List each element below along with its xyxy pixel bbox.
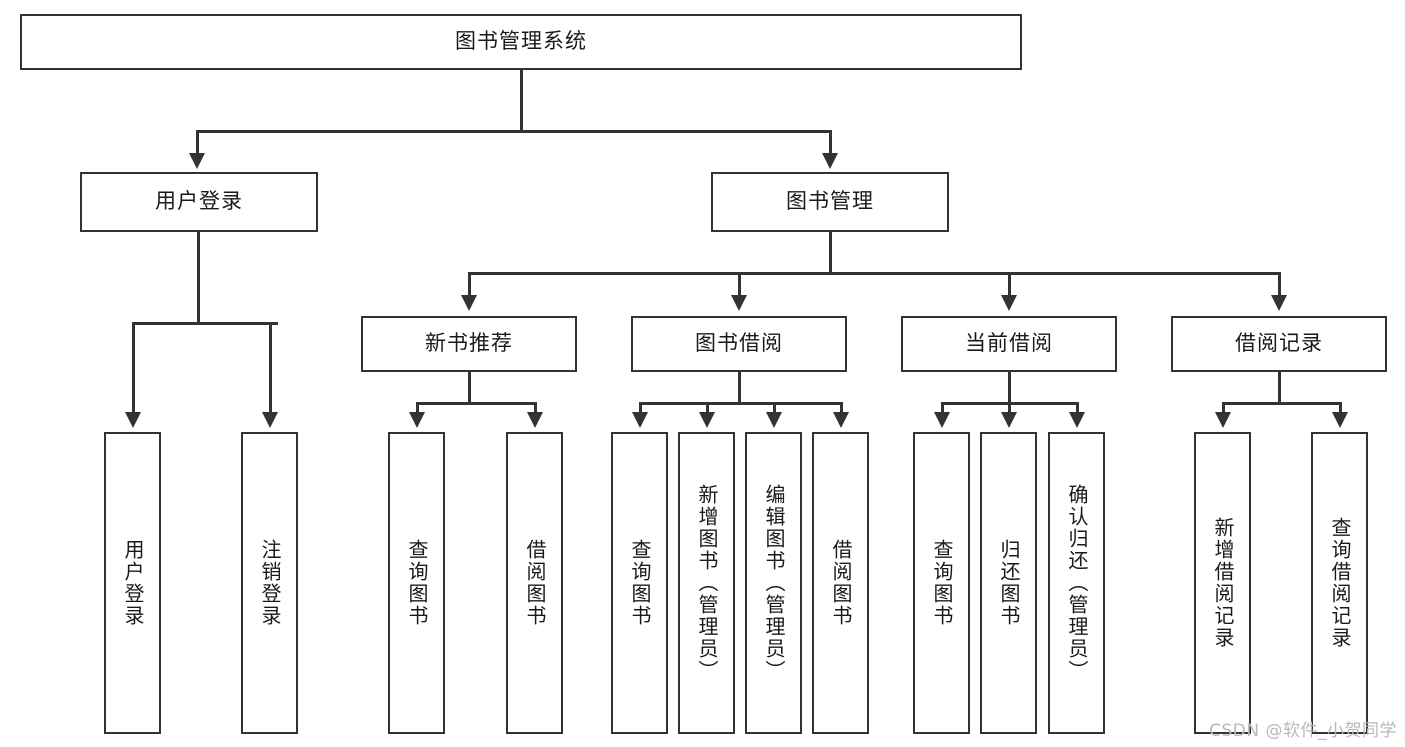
connector-current-borrow-drop-3 [1076,402,1079,414]
connector-borrow-record-drop-1 [1222,402,1225,414]
arrow-down-icon [461,295,477,311]
node-label: 确认归还（管理员） [1065,484,1089,682]
node-label: 编辑图书（管理员） [762,484,786,682]
arrow-down-icon [1271,295,1287,311]
connector-to-new-book-recommend [468,272,471,297]
connector-root-bus [196,130,832,133]
arrow-down-icon [1001,412,1017,428]
arrow-down-icon [822,153,838,169]
node-label: 当前借阅 [965,331,1053,356]
arrow-down-icon [262,412,278,428]
node-leaf-logout-login[interactable]: 注销登录 [241,432,298,734]
connector-book-borrow-drop-2 [706,402,709,414]
node-leaf-return-book[interactable]: 归还图书 [980,432,1037,734]
connector-root-to-book-manage [829,130,832,155]
arrow-down-icon [189,153,205,169]
node-leaf-borrow-book-borrow[interactable]: 借阅图书 [812,432,869,734]
arrow-down-icon [1069,412,1085,428]
node-leaf-add-borrow-record[interactable]: 新增借阅记录 [1194,432,1251,734]
node-label: 新增图书（管理员） [695,484,719,682]
node-leaf-query-book-new[interactable]: 查询图书 [388,432,445,734]
node-current-borrow[interactable]: 当前借阅 [901,316,1117,372]
watermark-text: CSDN @软件_小贺同学 [1209,721,1397,741]
arrow-down-icon [731,295,747,311]
node-label: 借阅图书 [829,539,853,627]
connector-current-borrow-drop-2 [1008,402,1011,414]
connector-borrow-record-bus [1222,402,1342,405]
connector-book-borrow-drop-4 [840,402,843,414]
connector-to-current-borrow [1008,272,1011,297]
connector-user-login-stem [197,232,200,324]
node-label: 新增借阅记录 [1211,517,1235,649]
node-book-borrow[interactable]: 图书借阅 [631,316,847,372]
connector-current-borrow-drop-1 [941,402,944,414]
connector-borrow-record-drop-2 [1339,402,1342,414]
arrow-down-icon [125,412,141,428]
connector-book-manage-stem [829,232,832,274]
arrow-down-icon [1215,412,1231,428]
node-leaf-query-borrow-record[interactable]: 查询借阅记录 [1311,432,1368,734]
node-label: 查询图书 [930,539,954,627]
connector-book-borrow-drop-3 [773,402,776,414]
node-borrow-record[interactable]: 借阅记录 [1171,316,1387,372]
connector-user-login-drop-2 [269,322,272,414]
node-leaf-query-book-current[interactable]: 查询图书 [913,432,970,734]
node-label: 图书管理系统 [455,29,587,54]
connector-new-book-drop-2 [534,402,537,414]
node-label: 新书推荐 [425,331,513,356]
arrow-down-icon [699,412,715,428]
connector-new-book-bus [416,402,537,405]
node-label: 用户登录 [121,539,145,627]
connector-root-stem [520,70,523,132]
connector-to-borrow-record [1278,272,1281,297]
arrow-down-icon [1001,295,1017,311]
connector-borrow-record-stem [1278,372,1281,404]
node-leaf-query-book-borrow[interactable]: 查询图书 [611,432,668,734]
arrow-down-icon [409,412,425,428]
node-new-book-recommend[interactable]: 新书推荐 [361,316,577,372]
node-label: 注销登录 [258,539,282,627]
connector-to-book-borrow [738,272,741,297]
node-label: 图书管理 [786,189,874,214]
arrow-down-icon [527,412,543,428]
connector-user-login-drop-1 [132,322,135,414]
arrow-down-icon [766,412,782,428]
arrow-down-icon [833,412,849,428]
connector-book-borrow-stem [738,372,741,404]
node-label: 归还图书 [997,539,1021,627]
node-label: 查询借阅记录 [1328,517,1352,649]
connector-root-to-user-login [196,130,199,155]
node-leaf-confirm-return-admin[interactable]: 确认归还（管理员） [1048,432,1105,734]
node-leaf-user-login[interactable]: 用户登录 [104,432,161,734]
connector-current-borrow-stem [1008,372,1011,404]
node-leaf-edit-book-admin[interactable]: 编辑图书（管理员） [745,432,802,734]
node-label: 查询图书 [405,539,429,627]
node-label: 借阅图书 [523,539,547,627]
node-user-login[interactable]: 用户登录 [80,172,318,232]
arrow-down-icon [632,412,648,428]
connector-new-book-drop-1 [416,402,419,414]
node-leaf-borrow-book-new[interactable]: 借阅图书 [506,432,563,734]
connector-book-borrow-drop-1 [639,402,642,414]
node-label: 用户登录 [155,189,243,214]
connector-new-book-stem [468,372,471,404]
node-label: 图书借阅 [695,331,783,356]
connector-user-login-bus [132,322,278,325]
arrow-down-icon [1332,412,1348,428]
node-label: 查询图书 [628,539,652,627]
node-root-book-management-system[interactable]: 图书管理系统 [20,14,1022,70]
node-leaf-add-book-admin[interactable]: 新增图书（管理员） [678,432,735,734]
node-book-manage[interactable]: 图书管理 [711,172,949,232]
connector-book-manage-bus [468,272,1280,275]
node-label: 借阅记录 [1235,331,1323,356]
arrow-down-icon [934,412,950,428]
connector-book-borrow-bus [639,402,842,405]
